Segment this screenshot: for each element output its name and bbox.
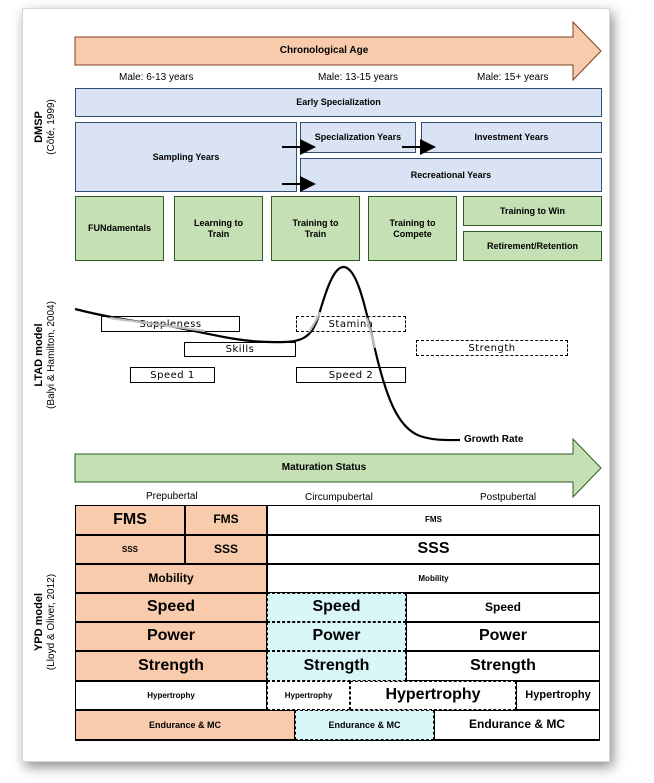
speed-postpubertal: Speed [406, 593, 600, 622]
hypertrophy-late-circumpubertal: Hypertrophy [350, 681, 516, 710]
age-label-3: Male: 15+ years [477, 72, 549, 83]
hypertrophy-prepubertal: Hypertrophy [75, 681, 267, 710]
maturation-label-circumpubertal: Circumpubertal [305, 492, 373, 503]
fms-prepubertal-large: FMS [75, 505, 185, 535]
sss-later: SSS [267, 535, 600, 564]
fms-prepubertal-medium: FMS [185, 505, 267, 535]
stage-training-to-train: Training to Train [271, 196, 360, 261]
speed-prepubertal: Speed [75, 593, 267, 622]
early-specialization-box: Early Specialization [75, 88, 602, 117]
power-postpubertal: Power [406, 622, 600, 651]
maturation-label-postpubertal: Postpubertal [480, 492, 537, 503]
power-circumpubertal: Power [267, 622, 406, 651]
maturation-label-prepubertal: Prepubertal [146, 491, 198, 502]
strength-circumpubertal: Strength [267, 651, 406, 681]
investment-years-box: Investment Years [421, 122, 602, 153]
strength-prepubertal: Strength [75, 651, 267, 681]
maturation-status-label: Maturation Status [281, 462, 367, 474]
ypd-citation: (Lloyd & Oliver, 2012) [46, 573, 58, 671]
speed-circumpubertal: Speed [267, 593, 406, 622]
speed-1-box: Speed 1 [130, 367, 215, 383]
age-label-1: Male: 6-13 years [119, 72, 194, 83]
stage-retirement-retention: Retirement/Retention [463, 231, 602, 261]
maturation-status-arrow [74, 437, 602, 499]
recreational-years-box: Recreational Years [300, 158, 602, 192]
sss-prepubertal-small: SSS [75, 535, 185, 564]
sampling-years-box: Sampling Years [75, 122, 297, 192]
power-prepubertal: Power [75, 622, 267, 651]
stamina-box: Stamina [296, 316, 406, 332]
chronological-age-label: Chronological Age [279, 45, 369, 57]
stage-fundamentals: FUNdamentals [75, 196, 164, 261]
specialization-years-box: Specialization Years [300, 122, 416, 153]
hypertrophy-early-circumpubertal: Hypertrophy [267, 681, 350, 710]
speed-2-box: Speed 2 [296, 367, 406, 383]
hypertrophy-postpubertal: Hypertrophy [516, 681, 600, 710]
mobility-later: Mobility [267, 564, 600, 593]
growth-rate-label: Growth Rate [464, 434, 524, 445]
ypd-side-label: YPD model (Lloyd & Oliver, 2012) [33, 542, 63, 702]
sss-prepubertal-medium: SSS [185, 535, 267, 564]
strength-box: Strength [416, 340, 568, 356]
mobility-prepubertal: Mobility [75, 564, 267, 593]
stage-learning-to-train: Learning to Train [174, 196, 263, 261]
endurance-prepubertal: Endurance & MC [75, 710, 295, 740]
endurance-circumpubertal: Endurance & MC [295, 710, 434, 740]
growth-rate-curve [74, 265, 461, 442]
fms-later: FMS [267, 505, 600, 535]
stage-training-to-compete: Training to Compete [368, 196, 457, 261]
age-label-2: Male: 13-15 years [318, 72, 399, 83]
chronological-age-arrow [74, 20, 602, 82]
stage-training-to-win: Training to Win [463, 196, 602, 226]
ypd-title: YPD model [33, 592, 45, 652]
strength-postpubertal: Strength [406, 651, 600, 681]
endurance-postpubertal: Endurance & MC [434, 710, 600, 740]
skills-box: Skills [184, 342, 296, 357]
